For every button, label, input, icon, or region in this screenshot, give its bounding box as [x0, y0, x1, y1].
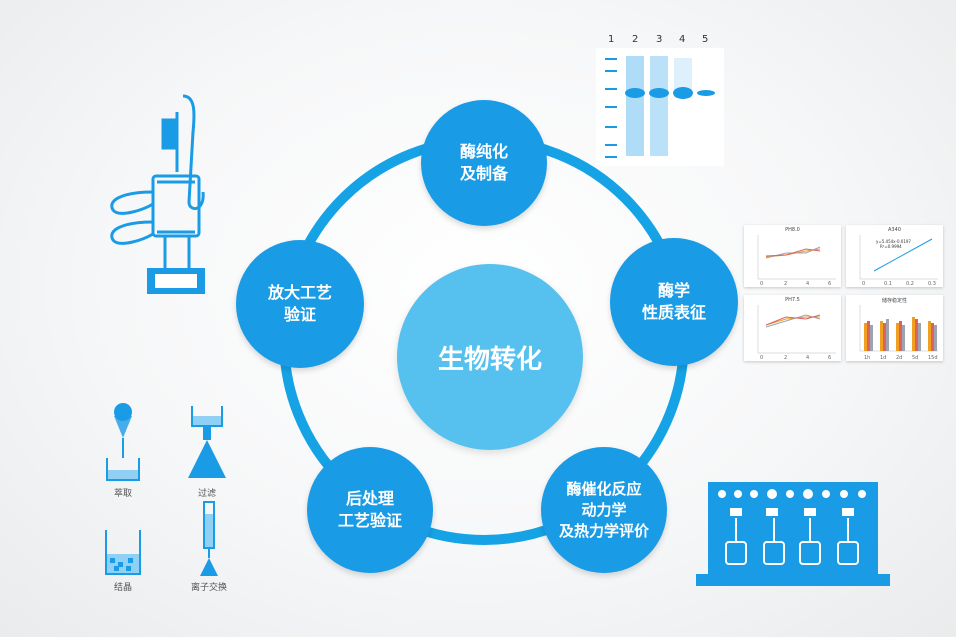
gel-lane-label: 2	[632, 34, 639, 45]
reactor-station-icon	[696, 482, 890, 586]
gel-lane-label: 4	[679, 34, 686, 45]
tick: 15d	[928, 355, 938, 361]
node-label: 酶学 性质表征	[641, 281, 706, 322]
sds-page-gel: 1 2 3 4 5	[596, 34, 724, 166]
mini-chart-ph7: PH7.5 0 2 4 6	[744, 295, 841, 361]
extraction-icon	[106, 403, 140, 481]
icon-label: 结晶	[113, 583, 132, 593]
tick: 0.2	[906, 281, 914, 287]
tick: 5d	[912, 355, 919, 361]
r-squared: R²=0.9994	[880, 244, 902, 249]
gel-lane-label: 3	[656, 34, 663, 45]
tick: 4	[806, 281, 810, 287]
tick: 0.3	[928, 281, 936, 287]
crystallization-icon	[105, 530, 141, 575]
node-scale-up: 放大工艺 验证	[236, 240, 364, 368]
equation: y=5.454x-0.0197	[876, 239, 911, 244]
icon-label: 萃取	[113, 489, 132, 499]
icon-label: 离子交换	[190, 583, 227, 593]
filtration-icon	[188, 406, 226, 478]
tick: 4	[806, 355, 810, 361]
node-enzyme-purification: 酶纯化 及制备	[421, 100, 547, 226]
mini-chart-storage: 储存稳定性 1h 1d 2d 5d 15d	[846, 295, 943, 361]
node-enzyme-characterization: 酶学 性质表征	[610, 238, 738, 366]
tick: 6	[828, 281, 832, 287]
bioreactor-icon	[110, 94, 205, 294]
mini-chart-title: PH7.5	[785, 297, 800, 303]
icon-label: 过滤	[197, 489, 216, 499]
mini-chart-ph8: PH8.0 0 2 4 6	[744, 225, 841, 287]
node-label: 后处理 工艺验证	[337, 489, 402, 530]
tick: 2	[784, 355, 788, 361]
tick: 1d	[880, 355, 887, 361]
mini-chart-a340: A340 y=5.454x-0.0197 R²=0.9994 0 0.1 0.2…	[846, 225, 943, 287]
node-label: 酶纯化 及制备	[459, 142, 508, 183]
node-label: 放大工艺 验证	[267, 283, 332, 324]
tick: 2	[784, 281, 788, 287]
tick: 1h	[864, 355, 871, 361]
node-kinetics-evaluation: 酶催化反应 动力学 及热力学评价	[541, 447, 667, 573]
mini-chart-title: 储存稳定性	[881, 298, 907, 304]
tick: 2d	[896, 355, 903, 361]
center-label: 生物转化	[437, 344, 542, 375]
center-node-biotransformation: 生物转化	[397, 264, 583, 450]
mini-chart-title: A340	[888, 227, 901, 233]
mini-chart-title: PH8.0	[785, 227, 800, 233]
node-post-processing: 后处理 工艺验证	[307, 447, 433, 573]
gel-lane-label: 5	[702, 34, 709, 45]
tick: 6	[828, 355, 832, 361]
tick: 0	[760, 281, 764, 287]
node-label: 酶催化反应 动力学 及热力学评价	[558, 479, 649, 540]
tick: 0.1	[884, 281, 892, 287]
gel-lane-label: 1	[608, 34, 615, 45]
ion-exchange-icon	[200, 501, 218, 576]
tick: 0	[862, 281, 866, 287]
tick: 0	[760, 355, 764, 361]
